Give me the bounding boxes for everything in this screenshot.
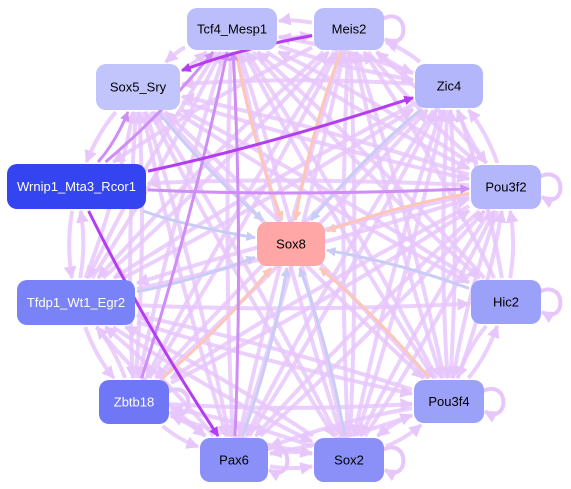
node-Pou3f2[interactable]: Pou3f2 [471, 165, 541, 209]
edge-Tfdp1_Wt1_Egr2-to-Hic2 [136, 297, 471, 311]
self-loop-Meis2 [381, 14, 406, 51]
self-loop-Pou3f2 [538, 172, 563, 209]
edge-Pax6-to-Sox8 [241, 267, 291, 437]
edge-Meis2-to-Sox5_Sry [181, 34, 313, 72]
node-Pax6[interactable]: Pax6 [200, 438, 268, 482]
edge-Sox2-to-Pou3f4 [385, 423, 423, 448]
node-Sox8[interactable]: Sox8 [257, 222, 325, 266]
edge-Zic4-to-Meis2 [384, 40, 422, 64]
node-Sox5_Sry[interactable]: Sox5_Sry [96, 64, 180, 110]
edge-Sox2-to-Pou3f2 [363, 209, 496, 438]
edge-Pou3f4-to-Tcf4_Mesp1 [245, 50, 439, 379]
node-box-Zbtb18[interactable] [99, 380, 169, 424]
node-box-Tcf4_Mesp1[interactable] [187, 8, 277, 50]
edge-Tcf4_Mesp1-to-Tfdp1_Wt1_Egr2 [86, 50, 219, 280]
edge-Hic2-to-Pou3f2 [505, 209, 519, 279]
node-Sox2[interactable]: Sox2 [314, 438, 384, 482]
edge-Meis2-to-Sox8 [291, 51, 342, 221]
edge-Sox5_Sry-to-Sox8 [157, 111, 264, 222]
self-loop-Sox2 [381, 445, 406, 482]
edge-Wrnip1_Mta3_Rcor1-to-Pax6 [87, 210, 220, 437]
node-Zic4[interactable]: Zic4 [415, 64, 483, 108]
node-box-Tfdp1_Wt1_Egr2[interactable] [17, 280, 135, 325]
edge-Tfdp1_Wt1_Egr2-to-Wrnip1_Mta3_Rcor1 [76, 209, 89, 279]
edge-Sox2-to-Sox5_Sry [152, 110, 339, 437]
self-loop-Hic2 [538, 287, 563, 324]
node-Tcf4_Mesp1[interactable]: Tcf4_Mesp1 [187, 8, 277, 50]
edge-Pou3f2-to-Sox8 [326, 191, 470, 233]
edge-Pax6-to-Zic4 [247, 108, 439, 438]
edge-Hic2-to-Sox5_Sry [180, 108, 471, 280]
edge-Wrnip1_Mta3_Rcor1-to-Sox5_Sry [96, 111, 130, 163]
edge-Tcf4_Mesp1-to-Sox8 [234, 51, 284, 221]
edge-Pax6-to-Tcf4_Mesp1 [228, 51, 241, 437]
edge-Zbtb18-to-Pax6 [161, 424, 200, 449]
edge-Meis2-to-Sox2 [340, 51, 354, 438]
edge-Pou3f2-to-Zic4 [467, 108, 500, 164]
node-Tfdp1_Wt1_Egr2[interactable]: Tfdp1_Wt1_Egr2 [17, 280, 135, 325]
node-box-Hic2[interactable] [471, 280, 541, 324]
edge-Tfdp1_Wt1_Egr2-to-Zic4 [122, 107, 415, 280]
edge-Pou3f4-to-Meis2 [353, 50, 446, 379]
edge-Wrnip1_Mta3_Rcor1-to-Tfdp1_Wt1_Egr2 [63, 210, 77, 280]
edge-Tcf4_Mesp1-to-Sox5_Sry [164, 45, 186, 64]
edge-Pou3f4-to-Hic2 [466, 324, 500, 380]
edge-Sox2-to-Sox8 [298, 267, 347, 437]
edge-Zbtb18-to-Pou3f2 [170, 209, 471, 385]
self-loop-Pou3f4 [481, 387, 506, 423]
edge-Wrnip1_Mta3_Rcor1-to-Zic4 [147, 95, 414, 173]
edge-Sox5_Sry-to-Wrnip1_Mta3_Rcor1 [84, 110, 118, 164]
edge-Sox5_Sry-to-Hic2 [175, 110, 471, 285]
edge-Zic4-to-Tfdp1_Wt1_Egr2 [112, 102, 414, 280]
edge-Zbtb18-to-Pou3f4 [170, 398, 414, 412]
self-loop-Zbtb18 [166, 387, 191, 424]
edge-Pou3f2-to-Zbtb18 [169, 204, 470, 380]
edge-Hic2-to-Sox8 [326, 247, 470, 290]
self-loop-Pax6 [265, 445, 290, 482]
edge-Wrnip1_Mta3_Rcor1-to-Tcf4_Mesp1 [104, 51, 215, 164]
node-Hic2[interactable]: Hic2 [471, 280, 541, 324]
edge-Meis2-to-Tcf4_Mesp1 [277, 12, 313, 26]
node-box-Sox5_Sry[interactable] [96, 64, 180, 110]
edge-Sox2-to-Meis2 [344, 50, 358, 437]
edge-Tfdp1_Wt1_Egr2-to-Zbtb18 [83, 326, 116, 380]
edge-Tcf4_Mesp1-to-Pou3f4 [242, 51, 436, 380]
edge-Tfdp1_Wt1_Egr2-to-Meis2 [101, 50, 330, 280]
node-Pou3f4[interactable]: Pou3f4 [414, 380, 484, 423]
edge-Zic4-to-Sox8 [309, 108, 422, 221]
edge-Pou3f4-to-Sox8 [318, 266, 431, 379]
node-box-Sox8[interactable] [257, 222, 325, 266]
edge-Pax6-to-Sox2 [269, 462, 314, 475]
node-Meis2[interactable]: Meis2 [314, 8, 384, 50]
node-box-Wrnip1_Mta3_Rcor1[interactable] [7, 164, 146, 209]
node-box-Pax6[interactable] [200, 438, 268, 482]
node-box-Zic4[interactable] [415, 64, 483, 108]
edge-Zic4-to-Pax6 [244, 108, 436, 438]
node-box-Sox2[interactable] [314, 438, 384, 482]
node-box-Pou3f4[interactable] [414, 380, 484, 423]
edge-Sox2-to-Zic4 [354, 108, 448, 437]
self-loops-layer [166, 14, 563, 482]
node-box-Meis2[interactable] [314, 8, 384, 50]
node-box-Pou3f2[interactable] [471, 165, 541, 209]
node-Zbtb18[interactable]: Zbtb18 [99, 380, 169, 424]
edge-Wrnip1_Mta3_Rcor1-to-Pou3f2 [147, 184, 470, 195]
edge-Tfdp1_Wt1_Egr2-to-Sox2 [111, 325, 314, 444]
node-Wrnip1_Mta3_Rcor1[interactable]: Wrnip1_Mta3_Rcor1 [7, 164, 146, 209]
